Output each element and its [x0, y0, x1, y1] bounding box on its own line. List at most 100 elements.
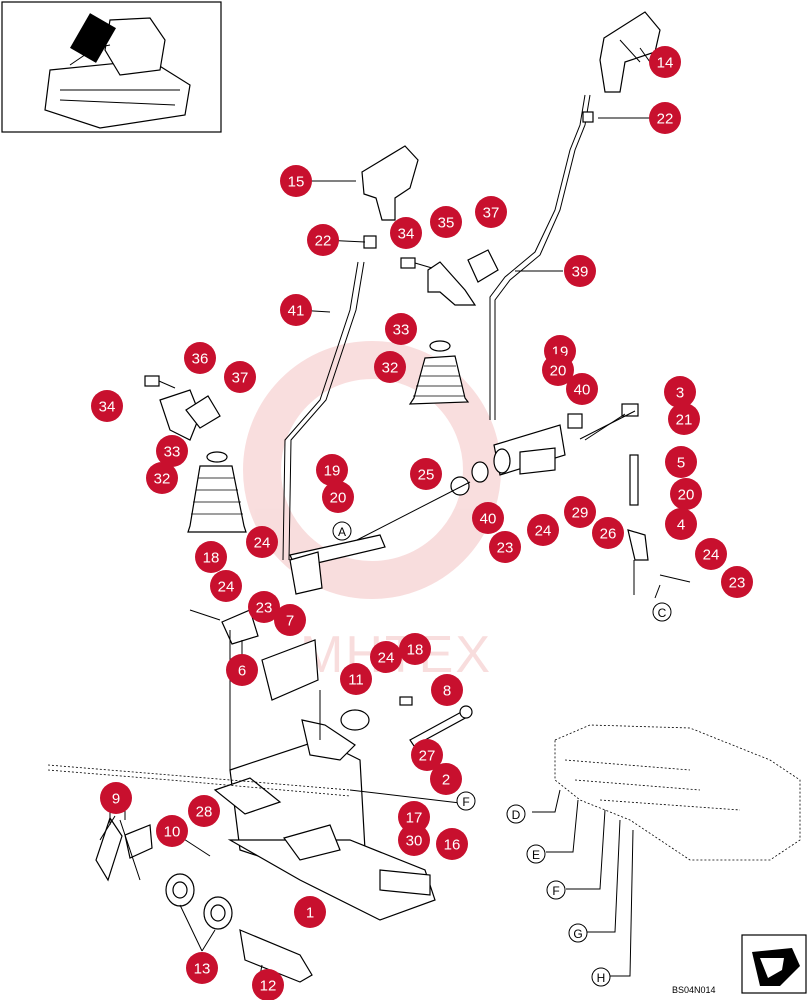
control-lever-right — [489, 11, 661, 420]
callout-number: 41 — [288, 303, 305, 320]
callout-number: 17 — [406, 810, 423, 827]
callout-23: 23 — [489, 531, 521, 563]
reference-letter-circle — [568, 923, 588, 943]
callout-28: 28 — [188, 795, 220, 827]
callout-20: 20 — [670, 478, 702, 510]
reference-letter-f: F — [546, 880, 566, 900]
callout-41: 41 — [280, 294, 312, 326]
callout-33: 33 — [385, 313, 417, 345]
callout-number: 15 — [288, 174, 305, 191]
callout-number: 13 — [194, 961, 211, 978]
callout-1: 1 — [294, 896, 326, 928]
callout-number: 28 — [196, 804, 213, 821]
callout-number: 23 — [729, 575, 746, 592]
callout-19: 19 — [316, 454, 348, 486]
reference-letter-text: G — [573, 927, 582, 941]
callout-number: 9 — [112, 791, 120, 808]
callout-circle — [527, 514, 559, 546]
callout-number: 39 — [572, 264, 589, 281]
reference-letter-text: F — [462, 795, 469, 809]
callout-circle — [188, 795, 220, 827]
reference-letter-text: C — [658, 606, 667, 620]
callout-number: 24 — [703, 547, 720, 564]
callout-39: 39 — [564, 255, 596, 287]
callout-6: 6 — [226, 654, 258, 686]
callout-3: 3 — [664, 376, 696, 408]
callout-number: 18 — [203, 550, 220, 567]
callout-circle — [322, 481, 354, 513]
callout-number: 7 — [286, 613, 294, 630]
callout-33: 33 — [156, 435, 188, 467]
callout-number: 3 — [676, 385, 684, 402]
callout-5: 5 — [665, 446, 697, 478]
callout-24: 24 — [527, 514, 559, 546]
callout-number: 2 — [442, 772, 450, 789]
callout-circle — [411, 739, 443, 771]
reference-letter-f: F — [456, 791, 476, 811]
pedal-bracket-lower — [144, 375, 221, 441]
callout-circle — [307, 224, 339, 256]
callout-8: 8 — [431, 674, 463, 706]
reference-letter-e: E — [526, 844, 546, 864]
callout-24: 24 — [210, 570, 242, 602]
callout-number: 10 — [164, 824, 181, 841]
callout-22: 22 — [649, 102, 681, 134]
callout-number: 25 — [418, 467, 435, 484]
callout-40: 40 — [566, 373, 598, 405]
callout-circle — [472, 502, 504, 534]
callout-32: 32 — [374, 351, 406, 383]
callout-circle — [564, 496, 596, 528]
callout-number: 34 — [99, 399, 116, 416]
callout-18: 18 — [195, 541, 227, 573]
reference-letter-g: G — [568, 923, 588, 943]
callout-circle — [398, 801, 430, 833]
control-valve-bank — [532, 724, 801, 977]
callout-number: 20 — [550, 363, 567, 380]
reference-letter-c: C — [652, 602, 672, 622]
callout-number: 21 — [676, 412, 693, 429]
callout-number: 12 — [260, 978, 277, 995]
callout-circle — [431, 674, 463, 706]
callout-number: 18 — [407, 642, 424, 659]
callout-circle — [294, 896, 326, 928]
orientation-arrow-icon — [741, 934, 807, 994]
reference-letter-circle — [526, 844, 546, 864]
callout-number: 24 — [254, 535, 271, 552]
callout-number: 20 — [330, 490, 347, 507]
callout-number: 32 — [154, 471, 171, 488]
callout-16: 16 — [436, 828, 468, 860]
callout-32: 32 — [146, 462, 178, 494]
reference-letter-circle — [546, 880, 566, 900]
callout-23: 23 — [248, 591, 280, 623]
callout-number: 24 — [218, 579, 235, 596]
reference-letter-circle — [652, 602, 672, 622]
callout-number: 19 — [324, 463, 341, 480]
callout-circle — [592, 517, 624, 549]
callout-circle — [430, 763, 462, 795]
pedal-bracket-upper — [400, 249, 499, 306]
callout-7: 7 — [274, 604, 306, 636]
callout-number: 40 — [574, 382, 591, 399]
reference-letter-circle — [456, 791, 476, 811]
callout-26: 26 — [592, 517, 624, 549]
main-frame — [213, 630, 436, 921]
callout-9: 9 — [100, 782, 132, 814]
callout-circle — [248, 591, 280, 623]
callout-number: 22 — [657, 111, 674, 128]
callout-37: 37 — [475, 196, 507, 228]
callout-number: 37 — [232, 370, 249, 387]
reference-letter-circle — [591, 967, 611, 987]
callout-24: 24 — [246, 526, 278, 558]
callout-30: 30 — [398, 824, 430, 856]
callout-number: 33 — [164, 444, 181, 461]
callout-circle — [542, 354, 574, 386]
callout-circle — [670, 478, 702, 510]
drawing-code: BS04N014 — [672, 985, 716, 995]
callout-circle — [436, 828, 468, 860]
callout-circle — [721, 566, 753, 598]
callout-number: 30 — [406, 833, 423, 850]
callout-circle — [184, 342, 216, 374]
callout-20: 20 — [322, 481, 354, 513]
